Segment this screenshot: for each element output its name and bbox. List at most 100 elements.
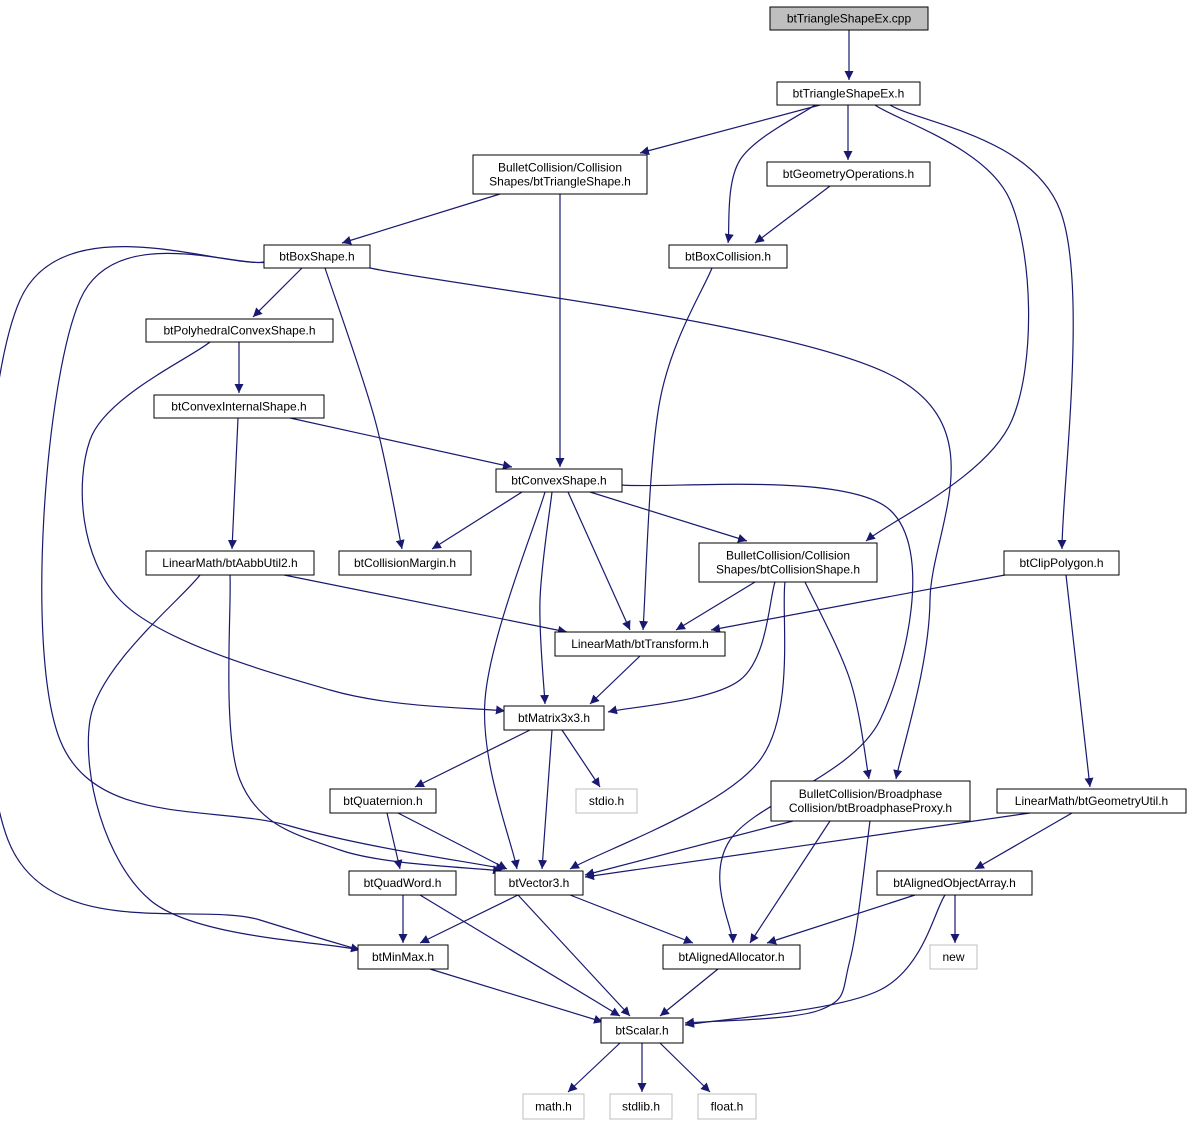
node-label: LinearMath/btAabbUtil2.h xyxy=(162,556,297,570)
edge-cint-to-cvx xyxy=(289,417,513,470)
edge-vec-to-minmax xyxy=(419,894,519,944)
edge-bcs-to-mat xyxy=(607,581,776,715)
node-box[interactable] xyxy=(1003,550,1120,576)
node-aoa[interactable]: btAlignedObjectArray.h xyxy=(876,870,1033,896)
node-box[interactable] xyxy=(600,1017,684,1044)
node-new[interactable]: new xyxy=(929,944,978,970)
node-cmarg[interactable]: btCollisionMargin.h xyxy=(338,550,472,576)
node-box[interactable] xyxy=(770,780,971,822)
node-mat[interactable]: btMatrix3x3.h xyxy=(503,705,605,731)
node-label: math.h xyxy=(535,1100,572,1114)
node-box[interactable] xyxy=(575,788,638,814)
edge-bphase-to-scalar xyxy=(684,820,871,1027)
node-cint[interactable]: btConvexInternalShape.h xyxy=(153,394,325,419)
node-qw[interactable]: btQuadWord.h xyxy=(348,870,457,896)
node-box[interactable] xyxy=(609,1093,673,1120)
node-clip[interactable]: btClipPolygon.h xyxy=(1003,550,1120,576)
node-aabb[interactable]: LinearMath/btAabbUtil2.h xyxy=(145,550,315,576)
node-cpp[interactable]: btTriangleShapeEx.cpp xyxy=(769,6,929,31)
edge-bphase-to-alloc xyxy=(749,820,831,944)
dependency-edges xyxy=(0,30,1094,1093)
edge-xform-to-mat xyxy=(589,655,641,705)
node-vec[interactable]: btVector3.h xyxy=(494,870,584,896)
node-label: new xyxy=(942,950,964,964)
node-label: BulletCollision/Collision xyxy=(726,549,850,563)
node-stdio[interactable]: stdio.h xyxy=(575,788,638,814)
node-label: btBoxShape.h xyxy=(279,250,354,264)
node-xform[interactable]: LinearMath/btTransform.h xyxy=(554,631,726,657)
node-box[interactable] xyxy=(929,944,978,970)
node-cvx[interactable]: btConvexShape.h xyxy=(495,468,623,493)
node-label: btConvexShape.h xyxy=(511,474,606,488)
node-stdlib[interactable]: stdlib.h xyxy=(609,1093,673,1120)
node-box[interactable] xyxy=(329,788,437,814)
node-scalar[interactable]: btScalar.h xyxy=(600,1017,684,1044)
node-box[interactable] xyxy=(769,6,929,31)
edge-aabb-to-vec xyxy=(228,574,503,875)
edge-cvx-to-xform xyxy=(567,491,631,631)
node-box[interactable] xyxy=(996,788,1187,814)
edge-cvx-to-mat xyxy=(539,491,553,705)
node-box[interactable] xyxy=(472,154,648,195)
node-label: stdlib.h xyxy=(622,1100,660,1114)
edge-alloc-to-scalar xyxy=(659,968,719,1017)
node-label: btTriangleShapeEx.h xyxy=(793,87,905,101)
node-label: float.h xyxy=(711,1100,744,1114)
node-boxc[interactable]: btBoxCollision.h xyxy=(668,244,788,269)
edge-scalar-to-float xyxy=(659,1042,711,1093)
node-label: stdio.h xyxy=(589,794,624,808)
node-box[interactable] xyxy=(153,394,325,419)
edge-tsx-to-boxc xyxy=(724,104,816,244)
node-box[interactable] xyxy=(263,244,371,269)
node-box[interactable] xyxy=(145,318,334,343)
node-label: btQuadWord.h xyxy=(364,876,442,890)
node-minmax[interactable]: btMinMax.h xyxy=(357,944,449,970)
node-box[interactable] xyxy=(357,944,449,970)
node-box[interactable] xyxy=(554,631,726,657)
edge-vec-to-alloc xyxy=(569,894,694,944)
edge-minmax-to-scalar xyxy=(429,968,604,1024)
node-label: btTriangleShapeEx.cpp xyxy=(787,12,912,26)
node-label: btPolyhedralConvexShape.h xyxy=(163,324,315,338)
node-alloc[interactable]: btAlignedAllocator.h xyxy=(662,944,801,970)
node-box[interactable]: btBoxShape.h xyxy=(263,244,371,269)
edge-quat-to-vec xyxy=(397,812,508,870)
node-geo[interactable]: btGeometryOperations.h xyxy=(766,161,931,187)
node-label: btGeometryOperations.h xyxy=(783,167,914,181)
node-tsx[interactable]: btTriangleShapeEx.h xyxy=(776,81,921,106)
edge-aabb-to-xform xyxy=(283,574,568,635)
node-box[interactable] xyxy=(338,550,472,576)
node-label: btVector3.h xyxy=(509,876,570,890)
node-box[interactable] xyxy=(348,870,457,896)
node-box[interactable] xyxy=(698,542,878,583)
node-box[interactable] xyxy=(766,161,931,187)
edge-box-to-poly xyxy=(252,267,303,318)
node-box[interactable] xyxy=(697,1093,757,1120)
node-gutil[interactable]: LinearMath/btGeometryUtil.h xyxy=(996,788,1187,814)
edge-quat-to-qw xyxy=(386,812,403,870)
node-label: btAlignedObjectArray.h xyxy=(893,876,1016,890)
edge-box-to-bphase xyxy=(369,267,952,780)
node-box[interactable] xyxy=(145,550,315,576)
edge-tsx-to-bct xyxy=(639,104,821,156)
edge-cvx-to-cmarg xyxy=(431,491,523,550)
node-float[interactable]: float.h xyxy=(697,1093,757,1120)
node-box[interactable] xyxy=(503,705,605,731)
edge-bcs-to-vec xyxy=(569,581,786,870)
node-box[interactable] xyxy=(876,870,1033,896)
node-box[interactable] xyxy=(662,944,801,970)
node-box[interactable] xyxy=(494,870,584,896)
node-box[interactable] xyxy=(522,1093,585,1120)
node-poly[interactable]: btPolyhedralConvexShape.h xyxy=(145,318,334,343)
node-box[interactable] xyxy=(668,244,788,269)
node-bphase[interactable]: BulletCollision/BroadphaseCollision/btBr… xyxy=(770,780,971,822)
node-label: LinearMath/btTransform.h xyxy=(571,637,709,651)
node-bct[interactable]: BulletCollision/CollisionShapes/btTriang… xyxy=(472,154,648,195)
edge-tsx-to-clip xyxy=(889,104,1074,550)
node-math[interactable]: math.h xyxy=(522,1093,585,1120)
node-box[interactable] xyxy=(495,468,623,493)
node-box[interactable] xyxy=(776,81,921,106)
node-quat[interactable]: btQuaternion.h xyxy=(329,788,437,814)
node-bcs[interactable]: BulletCollision/CollisionShapes/btCollis… xyxy=(698,542,878,583)
